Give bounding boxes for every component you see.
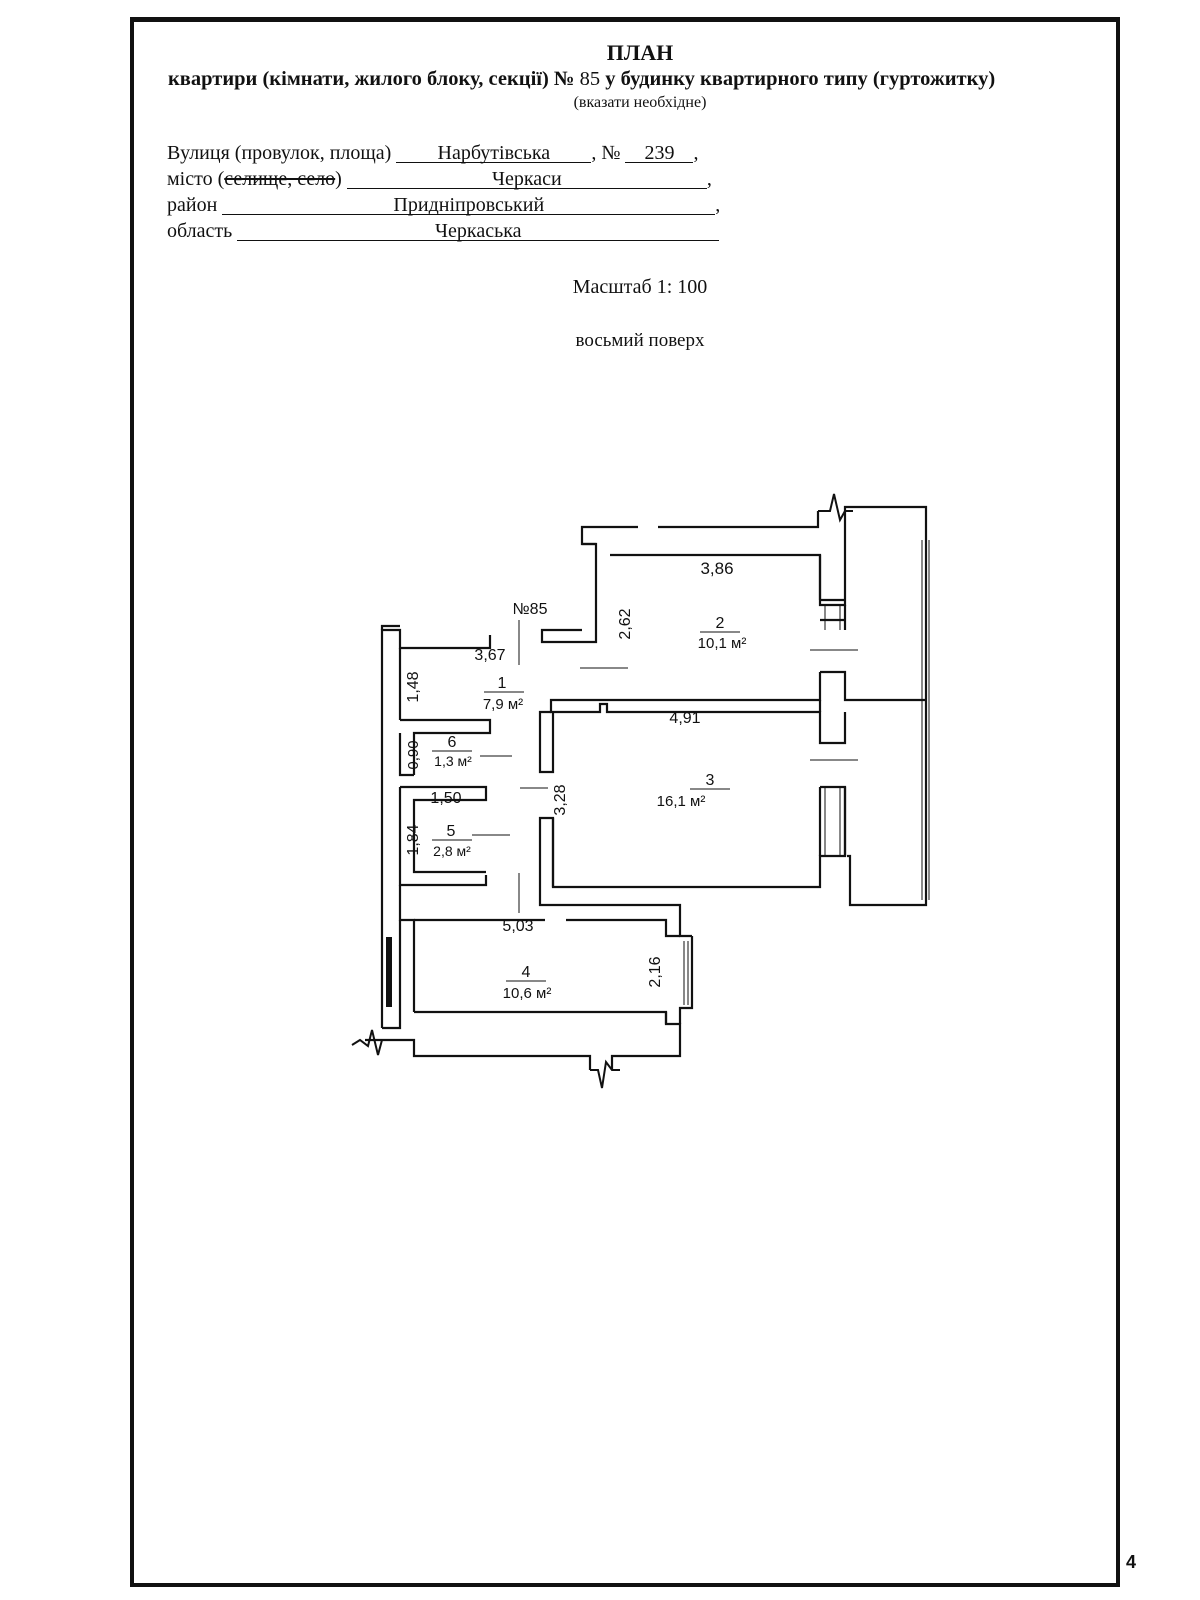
room-area: 16,1 м² bbox=[657, 793, 706, 810]
dim-216: 2,16 bbox=[647, 956, 664, 987]
document-note: (вказати необхідне) bbox=[573, 94, 707, 111]
document-title: ПЛАН bbox=[606, 40, 674, 65]
room-4-label: 4 10,6 м² bbox=[503, 964, 552, 1002]
room-number: 2 bbox=[716, 615, 725, 632]
dim-150: 1,50 bbox=[430, 790, 461, 807]
room-6-label: 6 1,3 м² bbox=[432, 734, 472, 769]
district-label: район bbox=[167, 194, 218, 216]
room-1-label: 1 7,9 м² bbox=[483, 675, 524, 713]
apartment-label: №85 bbox=[513, 601, 548, 618]
scale: Масштаб 1: 100 bbox=[572, 276, 708, 298]
subtitle-suffix: у будинку квартирного типу (гуртожитку) bbox=[605, 68, 996, 90]
street-value: Нарбутівська bbox=[396, 143, 592, 163]
city-line: місто (селище, село) Черкаси, bbox=[167, 168, 712, 191]
house-label: № bbox=[601, 142, 621, 164]
page-number: 4 bbox=[1126, 1552, 1137, 1572]
plan-walls bbox=[365, 505, 928, 1070]
dim-090: 0,90 bbox=[405, 740, 422, 769]
dim-184: 1,84 bbox=[405, 824, 422, 855]
room-area: 2,8 м² bbox=[433, 843, 471, 859]
city-comma: , bbox=[706, 168, 712, 190]
room-2-label: 2 10,1 м² bbox=[698, 615, 747, 652]
dim-148: 1,48 bbox=[405, 671, 422, 702]
dim-491: 4,91 bbox=[669, 710, 700, 727]
street-label: Вулиця (провулок, площа) bbox=[167, 142, 392, 164]
room-number: 6 bbox=[448, 734, 457, 751]
city-label-struck: селище, село bbox=[224, 168, 336, 190]
district-comma: , bbox=[715, 194, 721, 216]
dim-367: 3,67 bbox=[474, 647, 505, 664]
page-frame bbox=[130, 17, 1120, 1587]
house-value: 239 bbox=[625, 143, 694, 163]
room-5-label: 5 2,8 м² bbox=[432, 823, 472, 859]
dim-328: 3,28 bbox=[552, 784, 569, 815]
city-label-close: ) bbox=[335, 168, 342, 190]
floor-label: восьмий поверх bbox=[575, 330, 705, 351]
city-label: місто ( bbox=[167, 168, 225, 190]
subtitle-prefix: квартири (кімнати, жилого блоку, секції) bbox=[168, 68, 549, 90]
street-line: Вулиця (провулок, площа) Нарбутівська, №… bbox=[167, 142, 698, 165]
apartment-number: 85 bbox=[579, 68, 601, 90]
room-area: 10,1 м² bbox=[698, 635, 747, 652]
region-value: Черкаська bbox=[237, 221, 720, 241]
plan-windows bbox=[472, 540, 930, 1005]
house-comma: , bbox=[693, 142, 699, 164]
document-subtitle: квартири (кімнати, жилого блоку, секції)… bbox=[168, 68, 995, 91]
plan-door-panel bbox=[386, 937, 392, 1007]
dim-503: 5,03 bbox=[502, 918, 533, 935]
city-value: Черкаси bbox=[346, 169, 707, 189]
room-area: 7,9 м² bbox=[483, 696, 523, 713]
room-number: 4 bbox=[522, 964, 531, 981]
dim-386: 3,86 bbox=[700, 559, 733, 578]
district-line: район Придніпровський, bbox=[167, 194, 720, 217]
region-line: область Черкаська bbox=[167, 220, 720, 243]
room-number: 1 bbox=[498, 675, 507, 692]
number-sign: № bbox=[553, 68, 575, 90]
region-label: область bbox=[167, 220, 233, 242]
room-area: 1,3 м² bbox=[434, 753, 472, 769]
dim-262: 2,62 bbox=[617, 608, 634, 639]
plan-break-marks bbox=[351, 493, 853, 1089]
room-area: 10,6 м² bbox=[503, 985, 552, 1002]
district-value: Придніпровський bbox=[222, 195, 716, 215]
street-comma: , bbox=[591, 142, 597, 164]
room-number: 3 bbox=[706, 772, 715, 789]
room-number: 5 bbox=[447, 823, 456, 840]
room-3-label: 3 16,1 м² bbox=[657, 772, 730, 810]
